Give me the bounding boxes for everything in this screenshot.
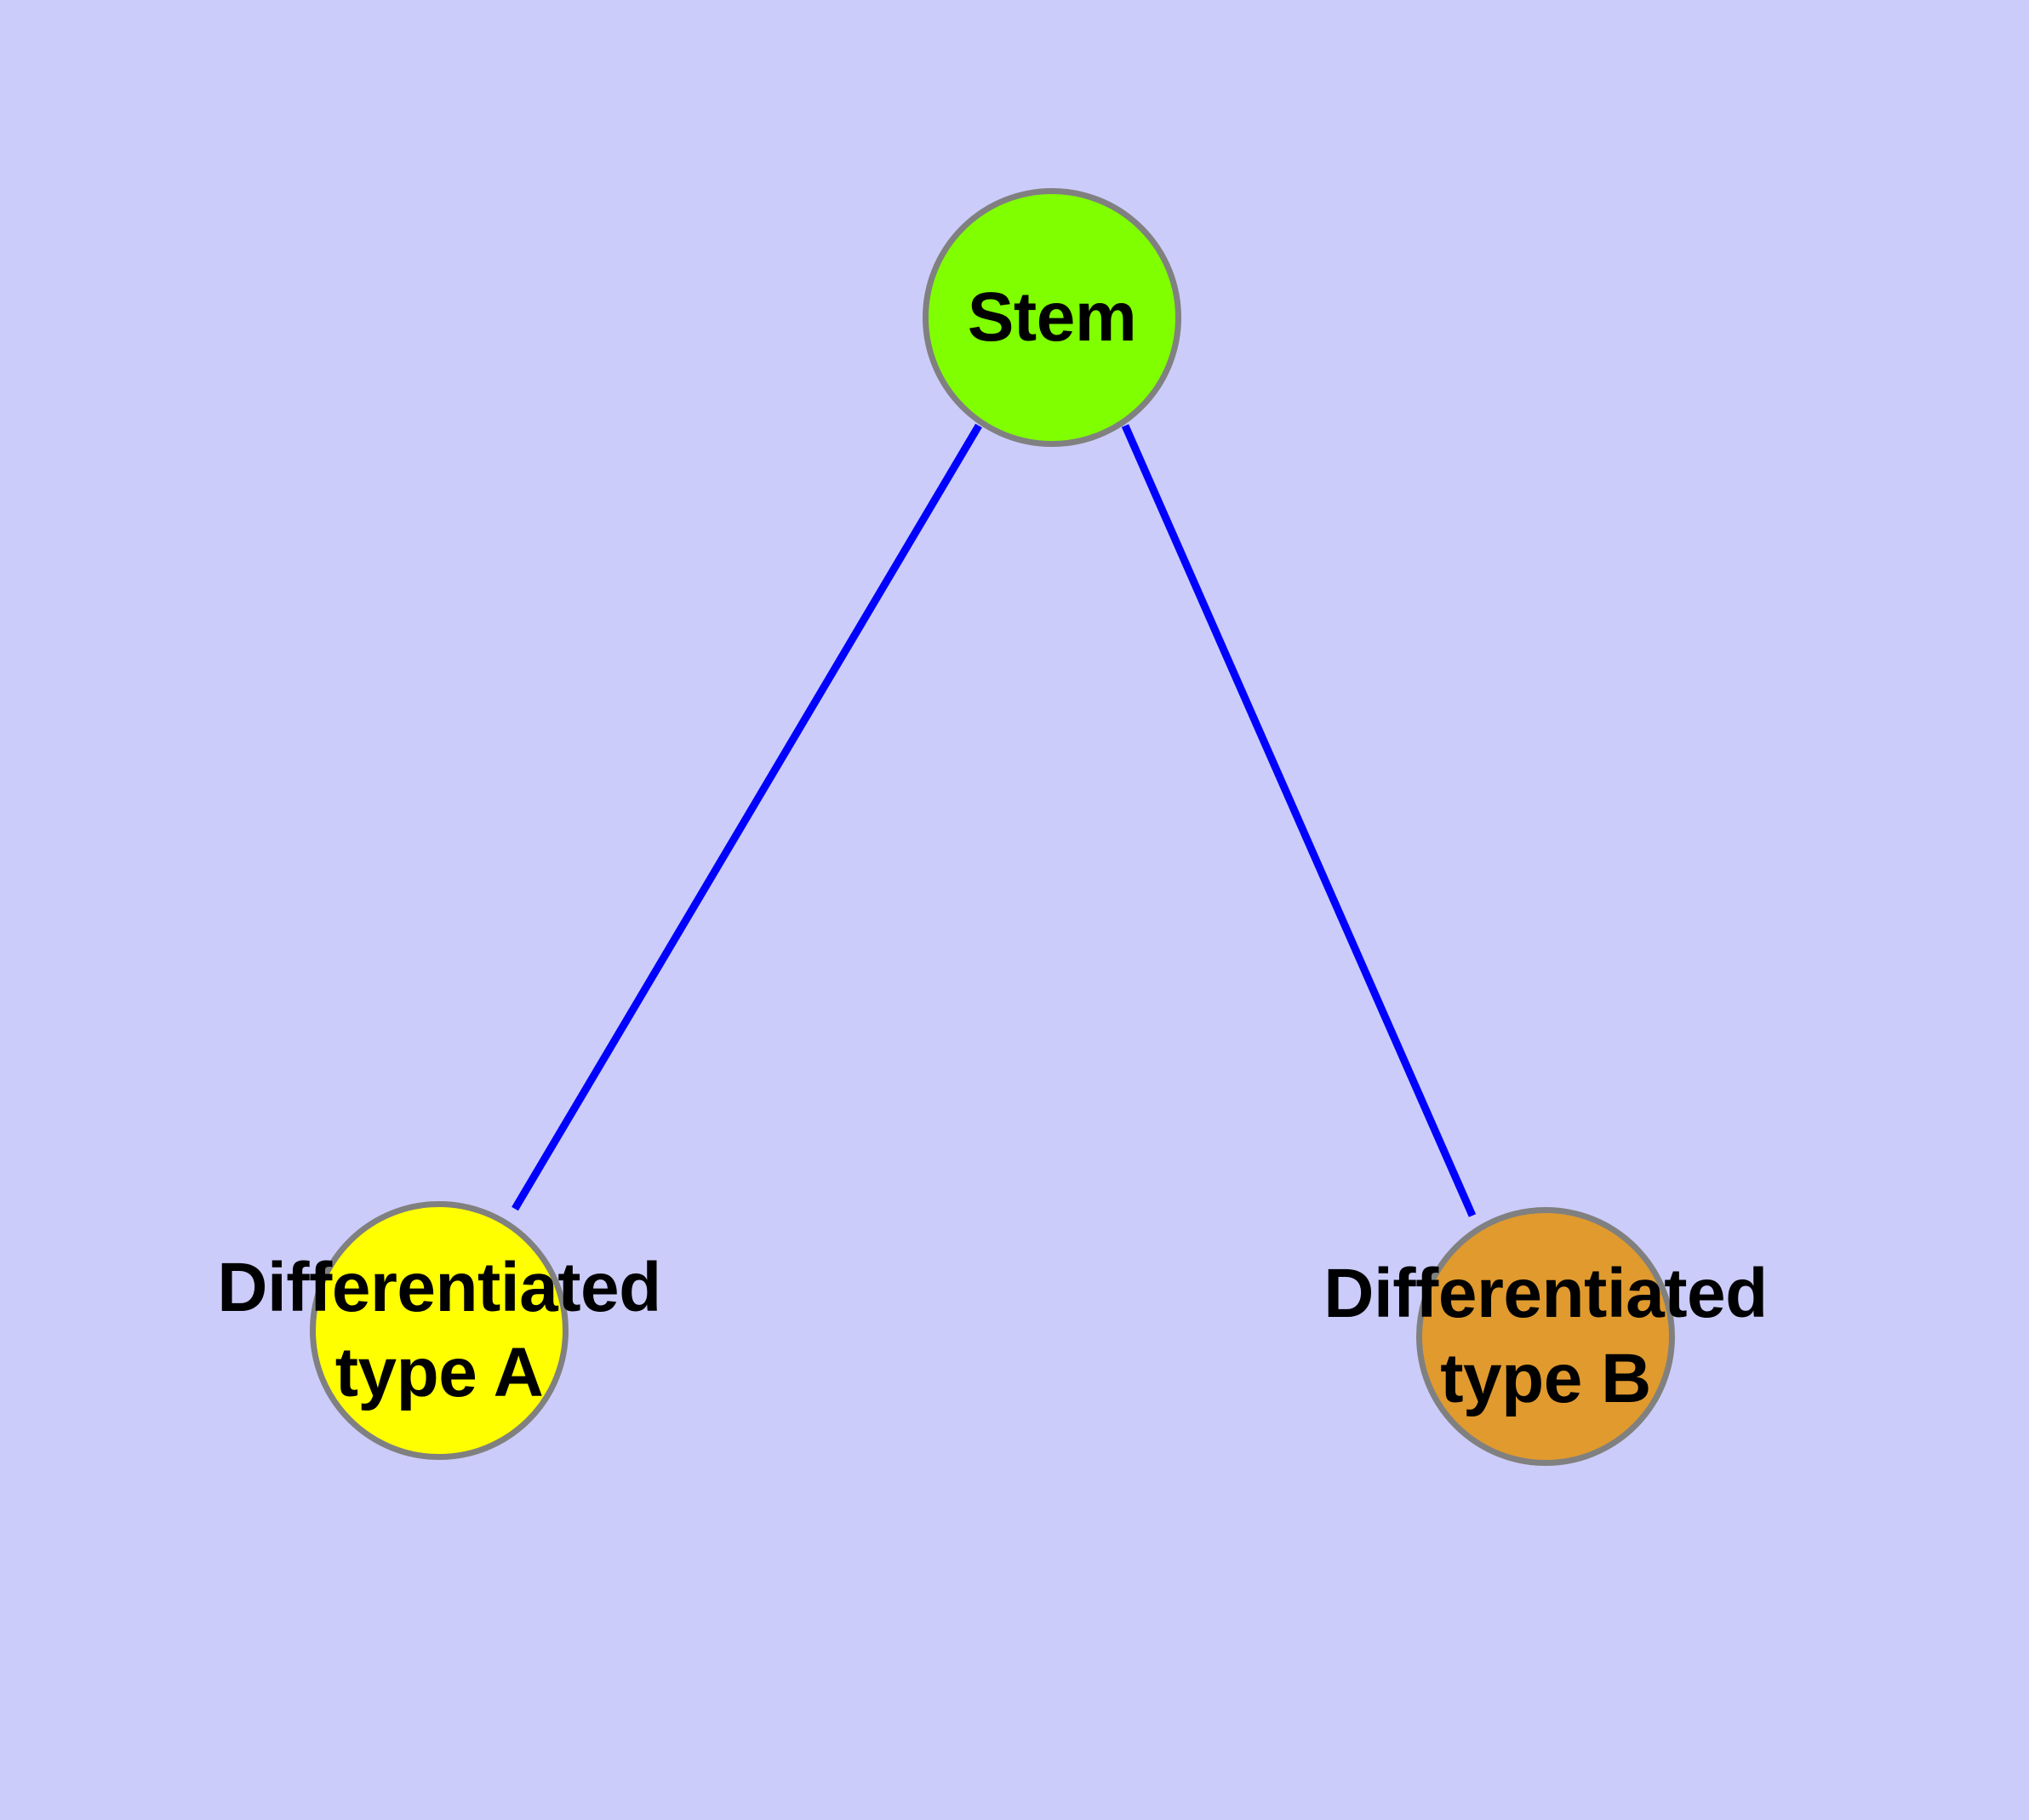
- node-stem[interactable]: [923, 188, 1181, 447]
- node-differentiated-type-a[interactable]: [310, 1201, 569, 1460]
- edge-stem-to-differentiated-type-a[interactable]: [512, 423, 982, 1211]
- node-differentiated-type-b[interactable]: [1416, 1207, 1675, 1466]
- edge-stem-to-differentiated-type-b[interactable]: [1121, 424, 1477, 1217]
